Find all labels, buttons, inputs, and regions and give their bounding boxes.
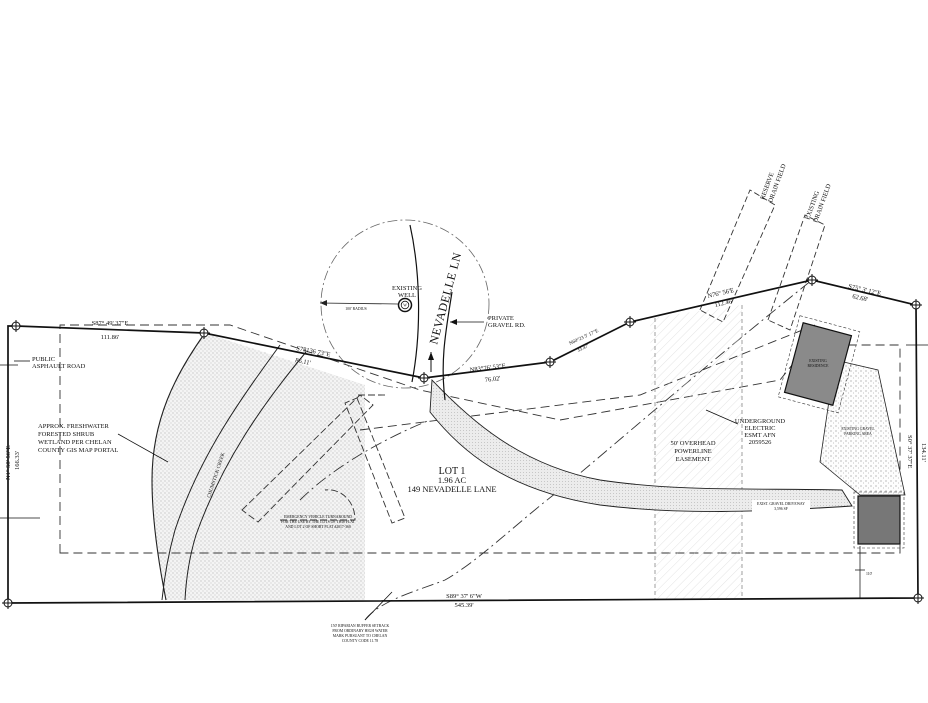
riparian-note: 150' RIPARIAN BUFFER SETBACK [331, 624, 390, 628]
distance-top-left: 111.86' [101, 334, 120, 341]
wetland-leader [117, 433, 169, 463]
riparian-note-4: COUNTY CODE 11.78 [342, 639, 378, 643]
well-radius: 100' RADIUS [319, 219, 490, 389]
bearing-west: N1° 58' 56"E [5, 445, 12, 480]
turnaround-label-3: AND LOT 2 OF SHORT PLAT #2017-360 [285, 525, 351, 529]
turnaround-label: EMERGENCY VEHICLE TURNAROUND [284, 515, 352, 519]
residence-label: EXISTING [809, 359, 827, 363]
setback-line [59, 324, 901, 554]
distance-east: 134.11' [920, 443, 927, 462]
wetland-label-4: COUNTY GIS MAP PORTAL [38, 447, 118, 454]
electric-leader [705, 409, 739, 425]
well-symbol-letter: W [403, 304, 407, 308]
buildings-area: EXISTING RESIDENCE EXISTING GRAVEL PARKI… [777, 315, 906, 549]
distance-top-right: 62.68' [852, 293, 869, 303]
bearing-east: S0° 37' 37"E [906, 435, 913, 469]
well-label: EXISTING [392, 285, 422, 292]
lot-name: LOT 1 [439, 466, 466, 477]
residence-label-2: RESIDENCE [808, 364, 830, 368]
wetland-label-2: FORESTED SHRUB [38, 431, 95, 438]
distance-upper-seg: 112.46' [714, 298, 734, 309]
bearing-top-left: S87° 49' 37"E [92, 320, 129, 327]
side-setback-dimension [855, 546, 865, 598]
survey-monuments [2, 274, 924, 609]
powerline-easement [650, 305, 743, 600]
distance-west: 166.33' [14, 451, 21, 470]
electric-easement-label-3: ESMT AFN [744, 432, 776, 439]
creek-lines [161, 344, 307, 601]
road-name: NEVADELLE LN [426, 251, 464, 346]
gravel-area-label-2: PARKING AREA [844, 432, 872, 436]
electric-easement-label: UNDERGROUND [735, 418, 786, 425]
lot-address: 149 NEVADELLE LANE [407, 484, 496, 494]
distance-south: 545.39' [454, 602, 473, 609]
distance-mid-seg: 33.47' [577, 344, 590, 354]
public-road-label-2: ASPHAULT ROAD [32, 363, 86, 370]
bearing-top-mid: S78136 73"E [296, 345, 331, 358]
road-arrow-icon [428, 319, 484, 372]
gravel-area-label: EXISTING GRAVEL [841, 427, 875, 431]
powerline-label: 50' OVERHEAD [670, 440, 715, 447]
powerline-label-3: EASEMENT [676, 456, 711, 463]
public-road-label: PUBLIC [32, 356, 55, 363]
wetland-label: APPROX. FRESHWATER [38, 423, 109, 430]
lot-area: 1.96 AC [438, 475, 467, 485]
bearing-south: S89° 37' 6"W [446, 593, 483, 600]
wetland-label-3: WETLAND PER CHELAN [38, 439, 112, 446]
drain-fields [699, 189, 826, 331]
well-label-2: WELL [398, 292, 416, 299]
private-road [409, 224, 453, 401]
driveway-label: EXIST. GRAVEL DRIVEWAY [757, 502, 805, 506]
driveway-label-bg [752, 500, 810, 512]
private-road-label-2: GRAVEL RD. [488, 322, 526, 329]
well-radius-note: 100' RADIUS [345, 307, 366, 311]
riparian-note-3: MARK PURSUANT TO CHELAN [333, 634, 388, 638]
emergency-turnaround [241, 394, 406, 524]
riparian-note-2: FROM ORDINARY HIGH WATER [332, 629, 388, 633]
side-setback-text: 110' [866, 572, 873, 576]
turnaround-label-2: FOR THE USE BY THE LOTS OF THIS PLAT [281, 520, 355, 524]
electric-easement-label-2: ELECTRIC [744, 425, 775, 432]
riparian-leader [364, 591, 393, 621]
wetland-area [151, 332, 365, 601]
accessory-building [857, 495, 901, 545]
powerline-label-2: POWERLINE [674, 448, 712, 455]
driveway-label-2: 3,596 SF [774, 507, 788, 512]
distance-road-seg: 76.02' [484, 375, 501, 384]
gravel-driveway [429, 378, 853, 512]
electric-easement-label-4: 2059526 [749, 439, 773, 446]
existing-residence [783, 322, 853, 406]
well-icon: W [397, 297, 413, 313]
distance-top-mid: 86.11' [295, 357, 312, 367]
boundary-dimension-ticks [0, 344, 928, 519]
private-road-label: PRIVATE [488, 315, 514, 322]
bearing-road-seg: N83°76' 53"E [469, 363, 506, 374]
